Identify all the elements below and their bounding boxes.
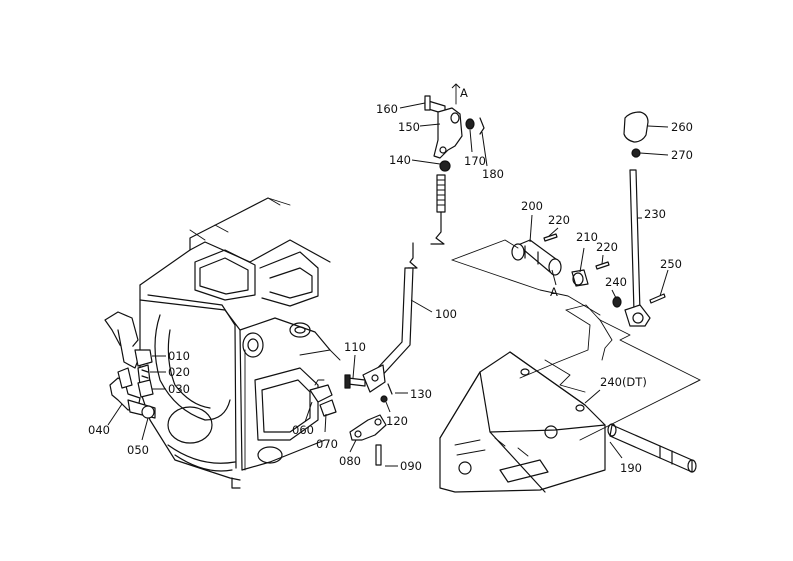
callout-080: 080: [339, 454, 361, 468]
marker-a-top: A: [460, 86, 468, 100]
callout-020: 020: [168, 365, 190, 379]
callout-140: 140: [389, 153, 411, 167]
linkage-assembly: [309, 83, 485, 466]
callout-230: 230: [644, 207, 666, 221]
callout-090: 090: [400, 459, 422, 473]
callout-050: 050: [127, 443, 149, 457]
callout-250: 250: [660, 257, 682, 271]
callout-240-dt: 240(DT): [600, 375, 647, 389]
callout-260: 260: [671, 120, 693, 134]
callout-110: 110: [344, 340, 366, 354]
callout-070: 070: [316, 437, 338, 451]
callout-270: 270: [671, 148, 693, 162]
marker-a-mid: A: [550, 285, 558, 299]
callout-060: 060: [292, 423, 314, 437]
callout-labels: 010 020 030 040 050 060 070 080 090 100 …: [88, 86, 693, 475]
callout-120: 120: [386, 414, 408, 428]
transmission-case: [139, 197, 341, 489]
callout-170: 170: [464, 154, 486, 168]
callout-220-a: 220: [548, 213, 570, 227]
callout-240: 240: [605, 275, 627, 289]
callout-130: 130: [410, 387, 432, 401]
shift-lever: [511, 111, 666, 327]
callout-210: 210: [576, 230, 598, 244]
callout-190: 190: [620, 461, 642, 475]
callout-200: 200: [521, 199, 543, 213]
mounting-bracket: [439, 351, 606, 493]
callout-220-b: 220: [596, 240, 618, 254]
callout-160: 160: [376, 102, 398, 116]
leader-lines: [107, 83, 669, 467]
callout-010: 010: [168, 349, 190, 363]
callout-040: 040: [88, 423, 110, 437]
callout-150: 150: [398, 120, 420, 134]
shaft-190: [607, 423, 697, 473]
connection-lines: [267, 197, 701, 441]
callout-180: 180: [482, 167, 504, 181]
callout-030: 030: [168, 382, 190, 396]
shift-fork-assembly: [104, 311, 156, 419]
callout-100: 100: [435, 307, 457, 321]
